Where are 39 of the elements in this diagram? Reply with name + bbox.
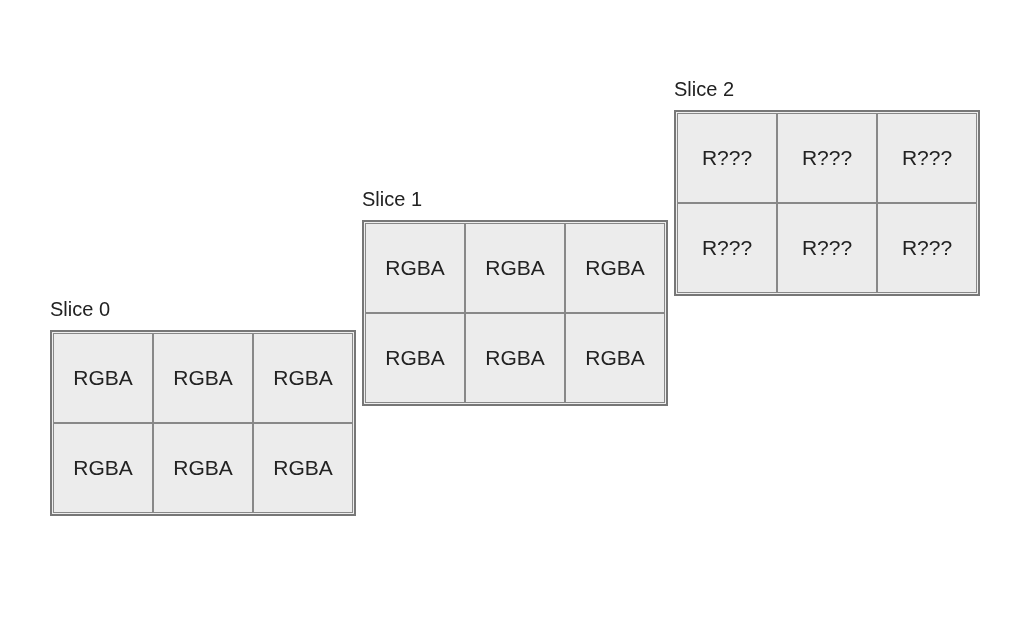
texel-cell	[877, 203, 977, 293]
cell-label: RGBA	[273, 366, 333, 390]
cell-label: RGBA	[585, 346, 645, 370]
cell-label: R???	[801, 146, 853, 170]
texel-cell	[253, 423, 353, 513]
cell-label: RGBA	[173, 366, 233, 390]
texel-cell	[565, 223, 665, 313]
slice-title: Slice 2	[674, 78, 735, 101]
cell-label: RGBA	[273, 456, 333, 480]
cell-label: RGBA	[585, 256, 645, 280]
texel-cell	[465, 223, 565, 313]
texel-cell	[677, 203, 777, 293]
cell-label: RGBA	[385, 346, 445, 370]
cell-label: R???	[901, 146, 953, 170]
cell-label: R???	[901, 236, 953, 260]
texel-cell	[365, 223, 465, 313]
cell-label: RGBA	[485, 256, 545, 280]
texel-cell	[53, 333, 153, 423]
cell-label: RGBA	[385, 256, 445, 280]
cell-label: R???	[801, 236, 853, 260]
texel-cell	[677, 113, 777, 203]
cell-label: RGBA	[73, 456, 133, 480]
texel-cell	[153, 333, 253, 423]
texel-cell	[253, 333, 353, 423]
slice-title: Slice 0	[50, 298, 111, 321]
cell-label: RGBA	[485, 346, 545, 370]
texel-cell	[777, 203, 877, 293]
texel-cell	[53, 423, 153, 513]
cell-label: RGBA	[73, 366, 133, 390]
cell-label: R???	[701, 236, 753, 260]
texel-cell	[153, 423, 253, 513]
slice-title: Slice 1	[362, 188, 423, 211]
texel-cell	[465, 313, 565, 403]
texel-cell	[777, 113, 877, 203]
texel-cell	[877, 113, 977, 203]
cell-label: RGBA	[173, 456, 233, 480]
cell-label: R???	[701, 146, 753, 170]
texel-cell	[365, 313, 465, 403]
texel-cell	[565, 313, 665, 403]
